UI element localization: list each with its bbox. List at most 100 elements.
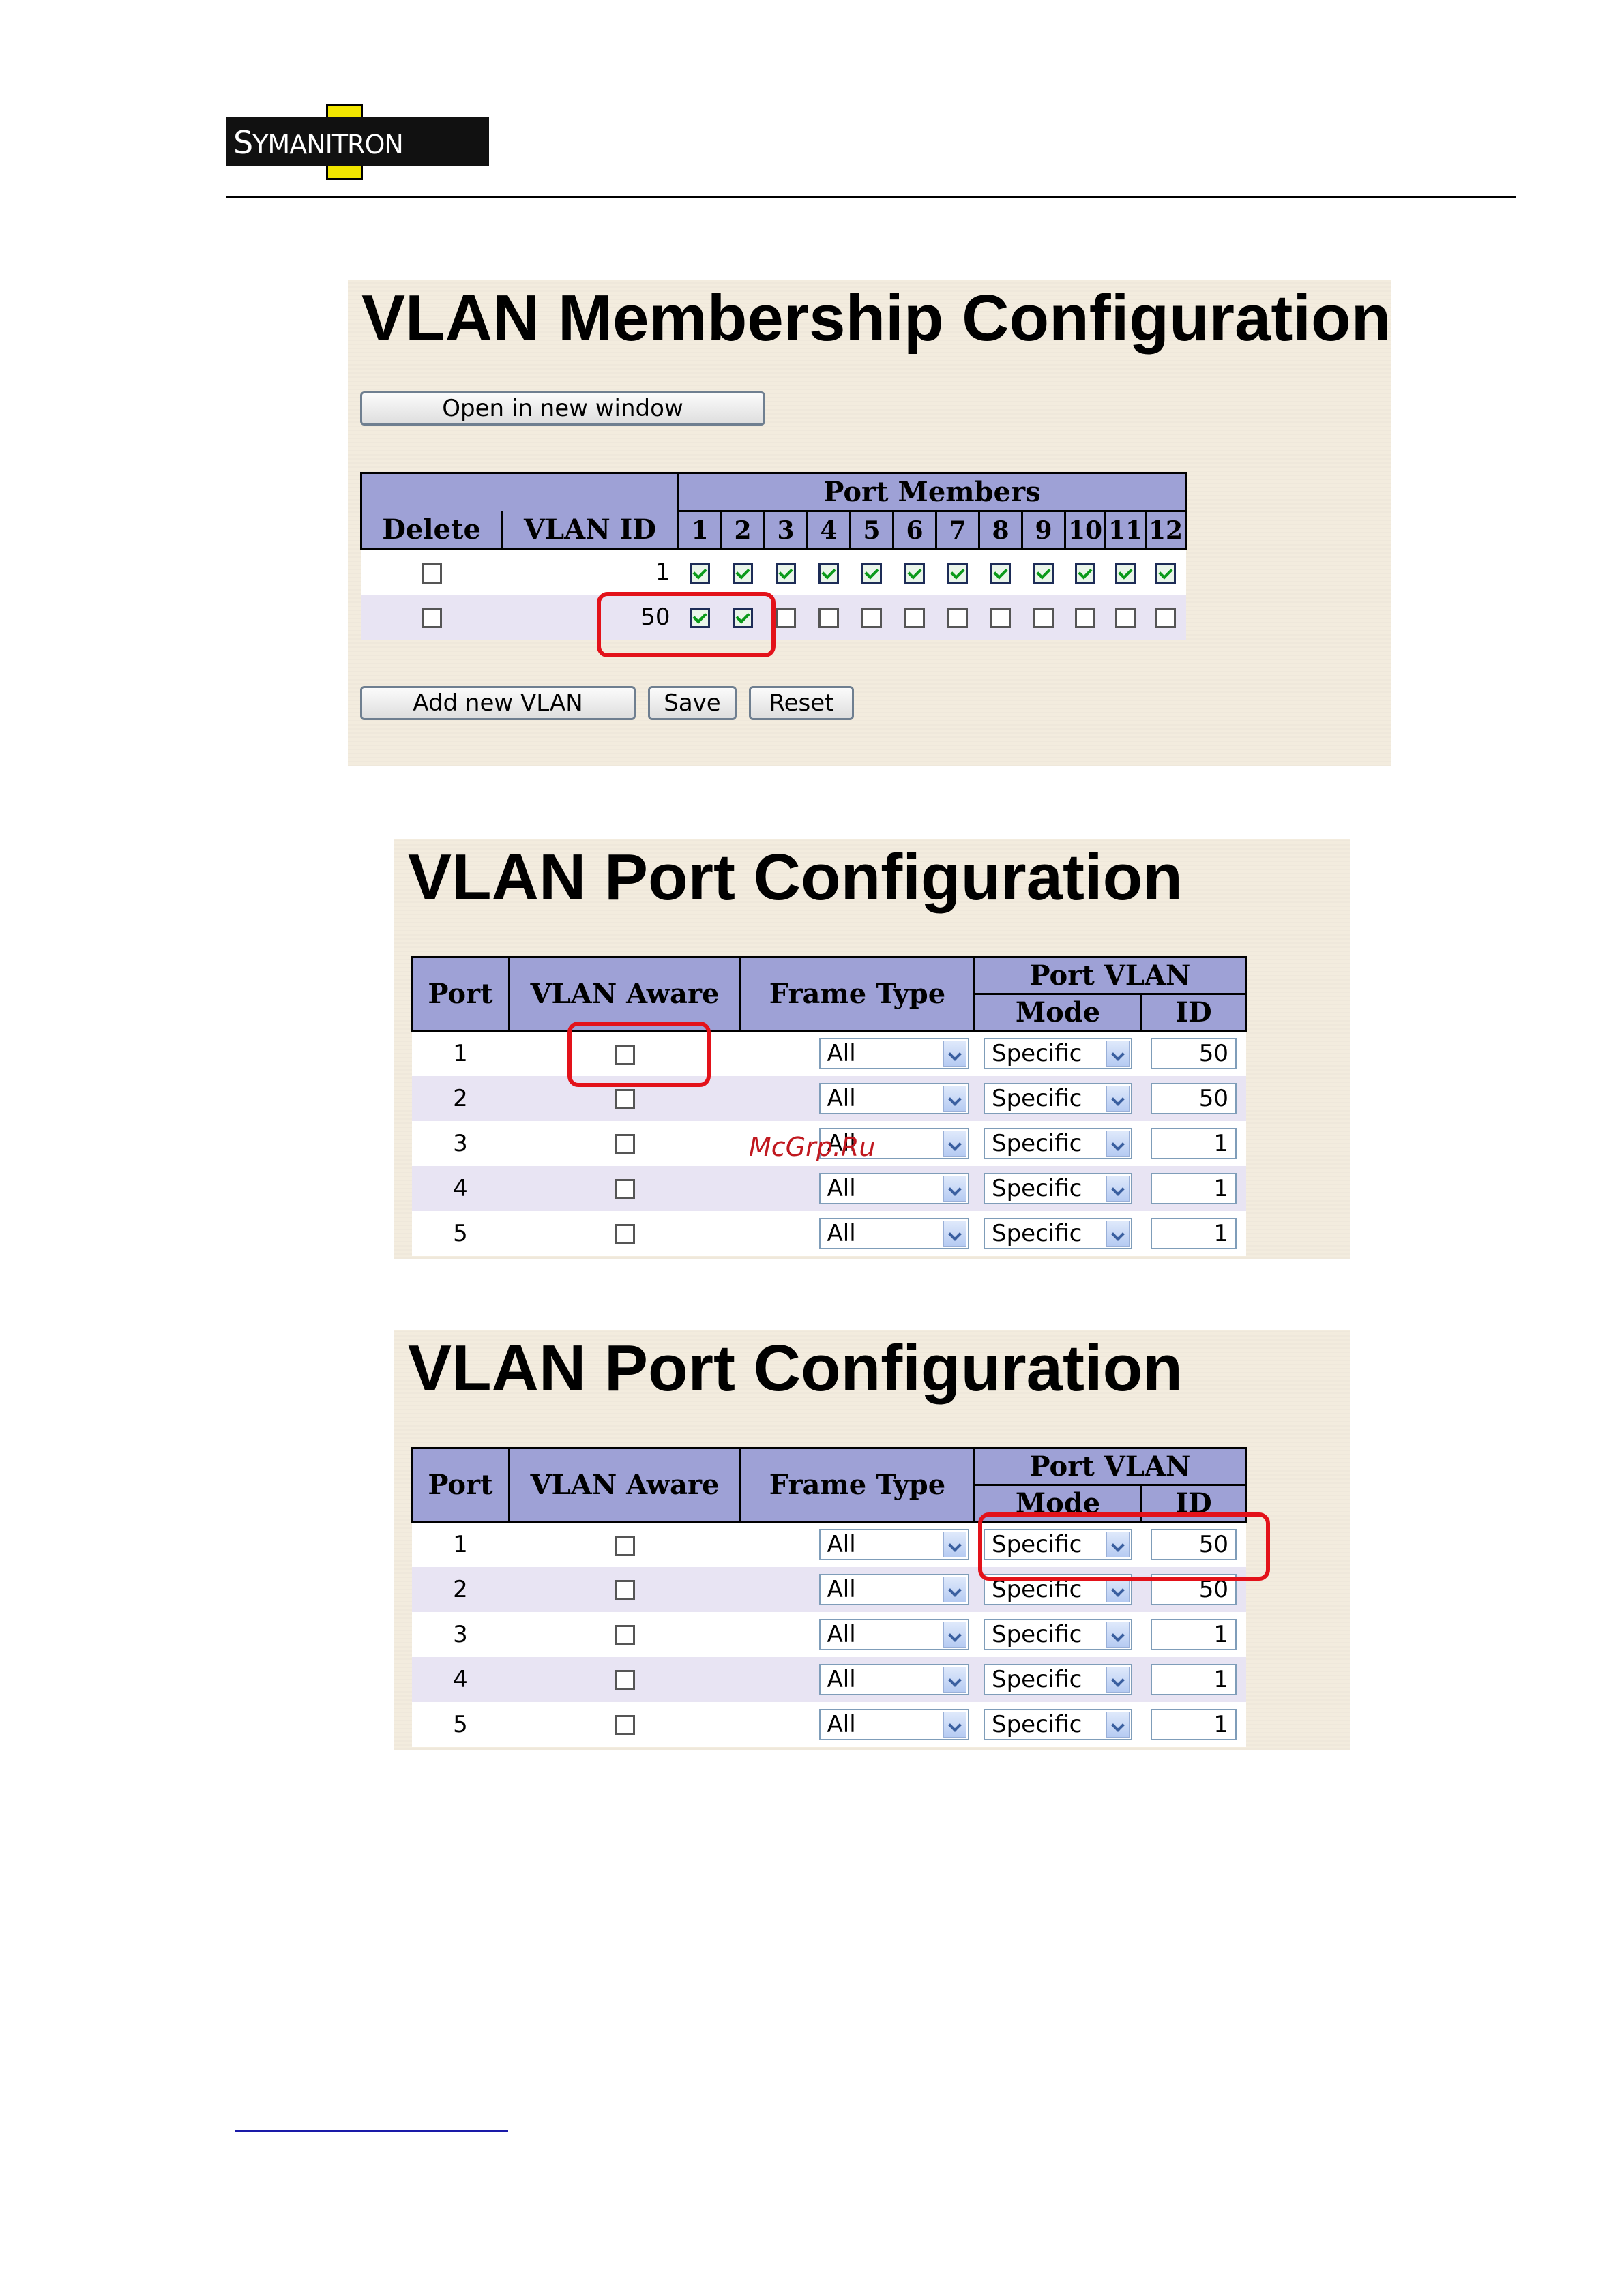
port-member-checkbox[interactable] xyxy=(690,608,710,628)
port-member-checkbox[interactable] xyxy=(1155,608,1176,628)
vlan-aware-checkbox[interactable] xyxy=(615,1044,635,1065)
open-new-window-button[interactable]: Open in new window xyxy=(360,391,765,426)
mode-value: Specific xyxy=(992,1219,1082,1247)
mode-select[interactable]: Specific xyxy=(984,1618,1132,1650)
mode-select[interactable]: Specific xyxy=(984,1038,1132,1070)
save-button[interactable]: Save xyxy=(648,686,737,720)
port-header-6: 6 xyxy=(892,510,937,550)
port-member-checkbox[interactable] xyxy=(947,608,968,628)
member-cell xyxy=(936,594,979,640)
mode-select[interactable]: Specific xyxy=(984,1708,1132,1740)
delete-checkbox[interactable] xyxy=(421,563,442,584)
frame-type-select[interactable]: All xyxy=(818,1663,969,1695)
port-member-checkbox[interactable] xyxy=(861,563,882,584)
mode-select[interactable]: Specific xyxy=(984,1172,1132,1204)
frame-type-select[interactable]: All xyxy=(818,1082,969,1114)
member-cell xyxy=(721,594,765,640)
vlan-aware-checkbox[interactable] xyxy=(615,1580,635,1600)
vlan-id-input[interactable]: 50 xyxy=(1151,1082,1237,1114)
port-member-checkbox[interactable] xyxy=(1075,608,1095,628)
reset-button[interactable]: Reset xyxy=(749,686,854,720)
vlan-id-input[interactable]: 1 xyxy=(1151,1127,1237,1159)
vlan-aware-cell xyxy=(509,1210,741,1256)
vlan-aware-cell xyxy=(509,1120,741,1166)
frame-type-value: All xyxy=(827,1174,856,1202)
member-cell xyxy=(850,549,894,595)
vlan-aware-checkbox[interactable] xyxy=(615,1670,635,1690)
vlan-id-input[interactable]: 1 xyxy=(1151,1618,1237,1650)
frame-type-select[interactable]: All xyxy=(818,1618,969,1650)
port-header-8: 8 xyxy=(978,510,1023,550)
mode-select[interactable]: Specific xyxy=(984,1127,1132,1159)
vlan-aware-cell xyxy=(509,1566,741,1612)
frame-type-select[interactable]: All xyxy=(818,1217,969,1249)
logo-text: SYMANITRON xyxy=(233,124,404,161)
port-header-5: 5 xyxy=(849,510,894,550)
port-member-checkbox[interactable] xyxy=(733,608,753,628)
vlan-aware-checkbox[interactable] xyxy=(615,1089,635,1109)
vlan-id-input[interactable]: 1 xyxy=(1151,1172,1237,1204)
port-member-checkbox[interactable] xyxy=(776,563,796,584)
frame-type-cell: All xyxy=(740,1030,975,1076)
port-member-checkbox[interactable] xyxy=(776,608,796,628)
port-member-checkbox[interactable] xyxy=(690,563,710,584)
vlan-id-input[interactable]: 50 xyxy=(1151,1038,1237,1070)
chevron-down-icon xyxy=(943,1621,966,1648)
vlan-id-input[interactable]: 1 xyxy=(1151,1708,1237,1740)
member-cell xyxy=(1105,594,1146,640)
frame-type-select[interactable]: All xyxy=(818,1529,969,1561)
port-member-checkbox[interactable] xyxy=(990,563,1011,584)
port-member-checkbox[interactable] xyxy=(947,563,968,584)
mode-value: Specific xyxy=(992,1665,1082,1693)
port-number: 2 xyxy=(411,1566,510,1612)
member-cell xyxy=(893,594,936,640)
chevron-down-icon xyxy=(1106,1711,1130,1738)
port-member-checkbox[interactable] xyxy=(990,608,1011,628)
chevron-down-icon xyxy=(1106,1175,1130,1202)
mode-select[interactable]: Specific xyxy=(984,1663,1132,1695)
add-new-vlan-button[interactable]: Add new VLAN xyxy=(360,686,636,720)
mode-select[interactable]: Specific xyxy=(984,1082,1132,1114)
delete-header: Delete xyxy=(359,511,503,550)
port-header: Port xyxy=(411,956,510,1032)
port-member-checkbox[interactable] xyxy=(1115,608,1136,628)
port-header-1: 1 xyxy=(677,510,722,550)
port-member-checkbox[interactable] xyxy=(1155,563,1176,584)
vlan-aware-checkbox[interactable] xyxy=(615,1179,635,1199)
port-member-checkbox[interactable] xyxy=(818,608,839,628)
frame-type-select[interactable]: All xyxy=(818,1708,969,1740)
vlan-aware-checkbox[interactable] xyxy=(615,1134,635,1154)
port-member-checkbox[interactable] xyxy=(1075,563,1095,584)
vlan-aware-checkbox[interactable] xyxy=(615,1715,635,1735)
delete-checkbox[interactable] xyxy=(421,608,442,628)
vlan-aware-checkbox[interactable] xyxy=(615,1535,635,1556)
vlan-id-input[interactable]: 1 xyxy=(1151,1663,1237,1695)
port-member-checkbox[interactable] xyxy=(1115,563,1136,584)
port-member-checkbox[interactable] xyxy=(1033,563,1054,584)
port-member-checkbox[interactable] xyxy=(861,608,882,628)
vlan-id-input[interactable]: 1 xyxy=(1151,1217,1237,1249)
vlan-id-input[interactable]: 50 xyxy=(1151,1529,1237,1561)
mode-header: Mode xyxy=(973,993,1142,1032)
port-member-checkbox[interactable] xyxy=(733,563,753,584)
port-member-checkbox[interactable] xyxy=(904,608,925,628)
vlan-aware-checkbox[interactable] xyxy=(615,1625,635,1645)
mode-select[interactable]: Specific xyxy=(984,1529,1132,1561)
member-cell xyxy=(1022,549,1065,595)
frame-type-cell: All xyxy=(740,1611,975,1657)
port-member-checkbox[interactable] xyxy=(1033,608,1054,628)
port-header-3: 3 xyxy=(763,510,808,550)
member-cell xyxy=(807,594,851,640)
port-member-checkbox[interactable] xyxy=(904,563,925,584)
port-number: 3 xyxy=(411,1611,510,1657)
frame-type-select[interactable]: All xyxy=(818,1573,969,1605)
mode-select[interactable]: Specific xyxy=(984,1217,1132,1249)
port-member-checkbox[interactable] xyxy=(818,563,839,584)
vlan-aware-checkbox[interactable] xyxy=(615,1224,635,1244)
frame-type-value: All xyxy=(827,1219,856,1247)
symanitron-logo: SYMANITRON xyxy=(226,104,489,180)
frame-type-select[interactable]: All xyxy=(818,1172,969,1204)
port-row: 3 All Specific 1 xyxy=(411,1611,1246,1657)
frame-type-select[interactable]: All xyxy=(818,1038,969,1070)
frame-type-select[interactable]: All xyxy=(818,1127,969,1159)
